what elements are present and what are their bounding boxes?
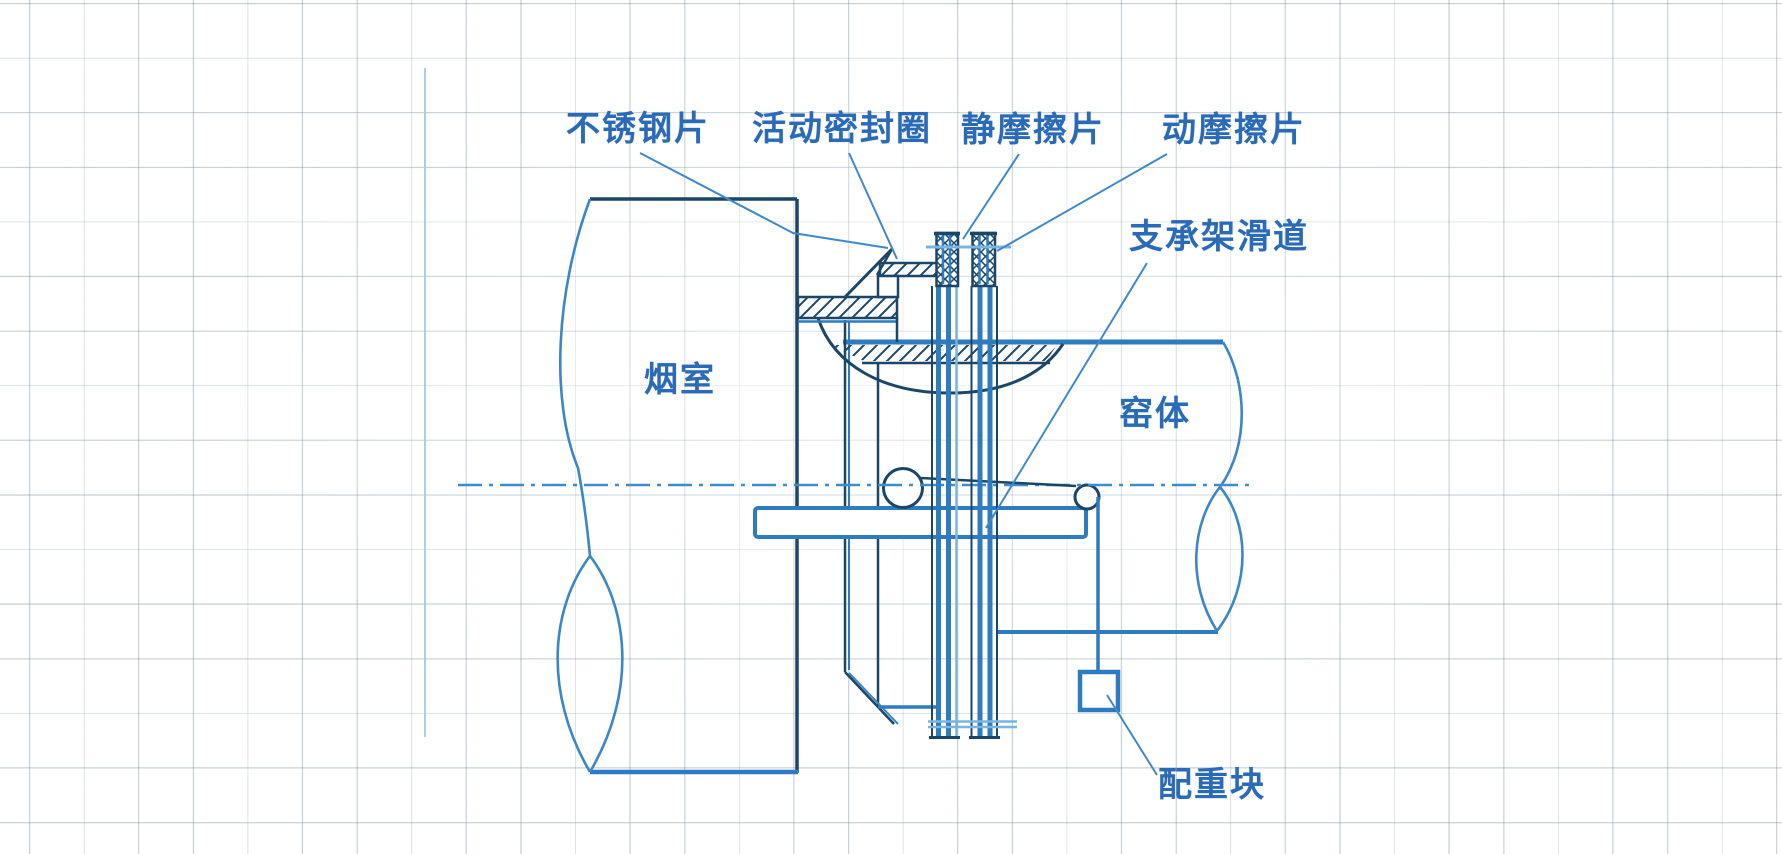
label-support-frame-slideway: 支承架滑道 bbox=[1129, 219, 1309, 256]
pulley bbox=[1073, 483, 1101, 511]
roller bbox=[882, 467, 924, 509]
seal-bowl-hatch-band bbox=[830, 345, 1057, 361]
static-friction-plate bbox=[934, 231, 960, 288]
label-smoke-chamber: 烟室 bbox=[644, 362, 716, 399]
kiln-body-outline bbox=[843, 339, 1244, 634]
label-stainless-steel-sheet: 不锈钢片 bbox=[566, 111, 710, 148]
label-counterweight-block: 配重块 bbox=[1158, 767, 1266, 804]
label-dynamic-friction-plate: 动摩擦片 bbox=[1162, 112, 1306, 149]
support-frame-slideway-bar bbox=[753, 506, 1088, 539]
leader-counterweight-block bbox=[1106, 694, 1158, 776]
leader-static-friction-plate bbox=[962, 153, 1020, 240]
movable-seal-ring bbox=[876, 261, 939, 299]
dynamic-friction-plate bbox=[970, 231, 997, 288]
leader-support-frame-slideway bbox=[985, 262, 1148, 529]
leader-stainless-steel-sheet bbox=[639, 152, 889, 249]
friction-plate-strips bbox=[928, 286, 1017, 739]
label-movable-seal-ring: 活动密封圈 bbox=[752, 111, 932, 148]
leader-dynamic-friction-plate bbox=[996, 153, 1168, 252]
leader-movable-seal-ring bbox=[848, 152, 898, 260]
seal-mount-bar bbox=[796, 295, 899, 342]
label-kiln-body: 窑体 bbox=[1119, 396, 1191, 433]
label-static-friction-plate: 静摩擦片 bbox=[961, 112, 1105, 149]
